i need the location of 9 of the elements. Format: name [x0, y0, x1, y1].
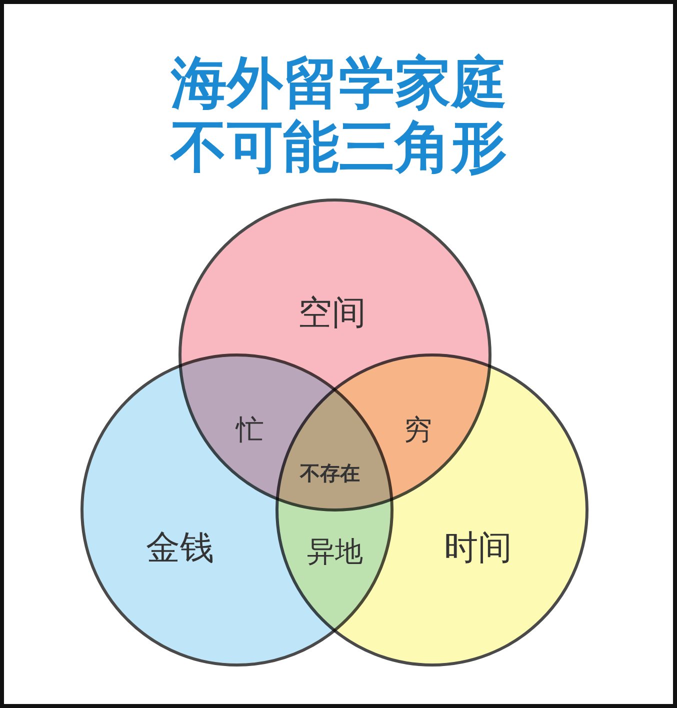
region-label: 忙 — [236, 416, 264, 444]
region-label: 异地 — [307, 538, 363, 566]
circle-label: 空间 — [298, 296, 366, 330]
circle-label: 时间 — [444, 531, 512, 565]
title: 海外留学家庭不可能三角形 — [169, 52, 508, 180]
region-label: 不存在 — [300, 463, 360, 483]
venn-circle — [274, 352, 590, 668]
region-label: 穷 — [404, 416, 432, 444]
circle-label: 金钱 — [146, 531, 214, 565]
